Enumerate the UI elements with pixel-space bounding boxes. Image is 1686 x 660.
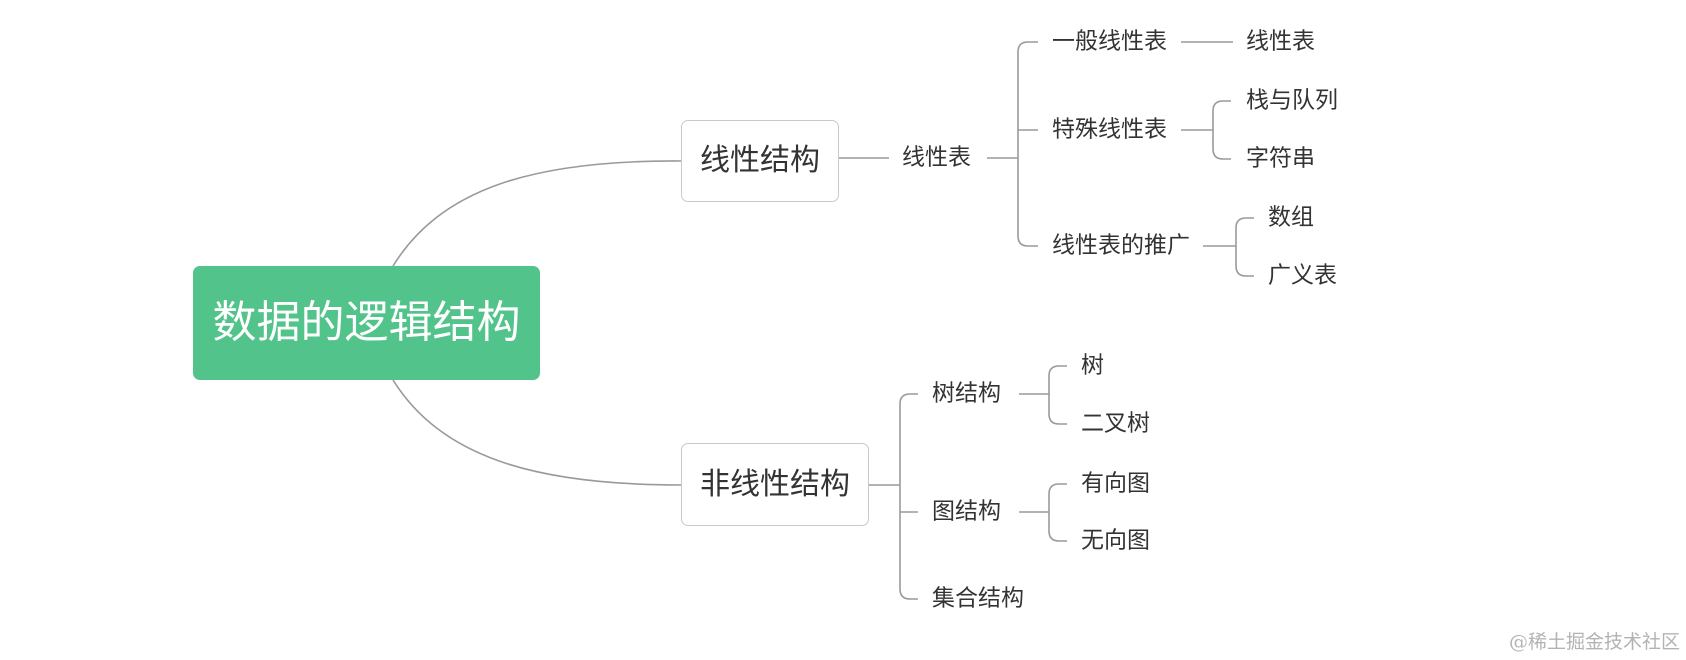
set-structure-label: 集合结构 [932, 585, 1024, 612]
watermark-text: @稀土掘金技术社区 [1508, 631, 1680, 653]
set-structure-node[interactable]: 集合结构 [932, 585, 1024, 612]
string-label: 字符串 [1246, 145, 1315, 172]
directed-graph-label: 有向图 [1081, 470, 1150, 497]
nonlinear-structure-label: 非线性结构 [700, 466, 850, 502]
linear-list-label: 线性表 [902, 144, 971, 171]
general-linear-list-child-node[interactable]: 线性表 [1246, 28, 1315, 55]
general-linear-list-node[interactable]: 一般线性表 [1052, 28, 1167, 55]
directed-graph-node[interactable]: 有向图 [1081, 470, 1150, 497]
linear-list-node[interactable]: 线性表 [902, 144, 971, 171]
connector-root-nonlinear [392, 379, 682, 486]
array-label: 数组 [1268, 204, 1314, 231]
graph-structure-label: 图结构 [932, 498, 1001, 525]
connector-special-bracket [1181, 100, 1231, 160]
nonlinear-structure-node[interactable]: 非线性结构 [681, 443, 869, 526]
stack-queue-node[interactable]: 栈与队列 [1246, 87, 1338, 114]
general-linear-list-child-label: 线性表 [1246, 28, 1315, 55]
tree-structure-label: 树结构 [932, 380, 1001, 407]
undirected-graph-node[interactable]: 无向图 [1081, 527, 1150, 554]
generalized-list-node[interactable]: 广义表 [1268, 262, 1337, 289]
generalized-list-label: 广义表 [1268, 262, 1337, 289]
connector-tree-bracket [1019, 365, 1067, 425]
linear-list-extension-label: 线性表的推广 [1052, 232, 1190, 259]
connector-root-linear [392, 160, 682, 267]
special-linear-list-label: 特殊线性表 [1052, 116, 1167, 143]
stack-queue-label: 栈与队列 [1246, 87, 1338, 114]
binary-tree-label: 二叉树 [1081, 410, 1150, 437]
array-node[interactable]: 数组 [1268, 204, 1314, 231]
root-node[interactable]: 数据的逻辑结构 [193, 266, 540, 380]
linear-structure-label: 线性结构 [700, 143, 820, 178]
connector-nonlinear-bracket [869, 393, 918, 600]
binary-tree-node[interactable]: 二叉树 [1081, 410, 1150, 437]
string-node[interactable]: 字符串 [1246, 145, 1315, 172]
root-label: 数据的逻辑结构 [212, 297, 521, 348]
general-linear-list-label: 一般线性表 [1052, 28, 1167, 55]
special-linear-list-node[interactable]: 特殊线性表 [1052, 116, 1167, 143]
tree-label: 树 [1081, 352, 1104, 379]
undirected-graph-label: 无向图 [1081, 527, 1150, 554]
graph-structure-node[interactable]: 图结构 [932, 498, 1001, 525]
connector-graph-bracket [1019, 483, 1067, 542]
connector-extension-bracket [1203, 217, 1254, 277]
linear-list-extension-node[interactable]: 线性表的推广 [1052, 232, 1190, 259]
linear-structure-node[interactable]: 线性结构 [681, 120, 839, 202]
connector-list-bracket [987, 41, 1038, 247]
tree-structure-node[interactable]: 树结构 [932, 380, 1001, 407]
tree-node[interactable]: 树 [1081, 352, 1104, 379]
